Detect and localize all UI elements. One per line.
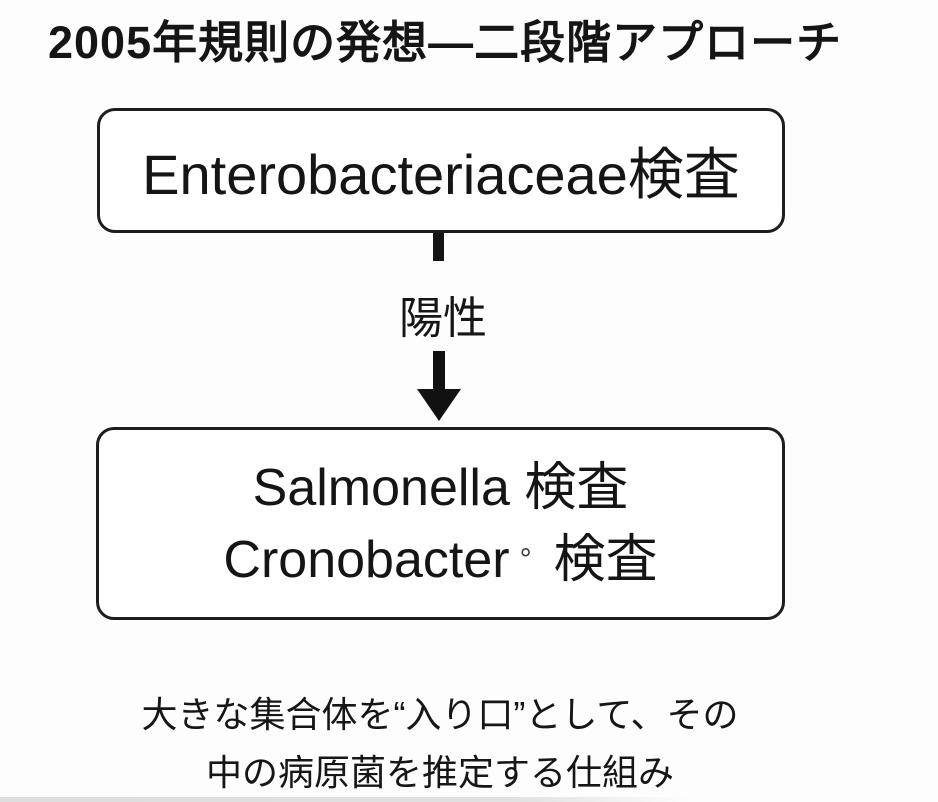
enterobacteriaceae-test-box: Enterobacteriaceae検査: [97, 108, 785, 233]
cronobacter-test-suffix: 検査: [553, 530, 658, 589]
caption-line1: 大きな集合体を“入り口”として、その: [141, 694, 739, 735]
down-arrow-head: [417, 389, 461, 421]
connector-line: [433, 233, 444, 261]
cronobacter-word: Cronobacter: [223, 530, 510, 589]
down-arrow-stem: [433, 351, 445, 391]
bottom-edge-band: [0, 797, 690, 802]
salmonella-test-label: Salmonella 検査: [252, 458, 629, 517]
caption: 大きな集合体を“入り口”として、その 中の病原菌を推定する仕組み: [141, 686, 738, 802]
enterobacteriaceae-test-label: Enterobacteriaceae検査: [142, 143, 740, 206]
footnote-ring-marker: °: [519, 542, 532, 576]
caption-line2: 中の病原菌を推定する仕組み: [205, 752, 675, 793]
page-title: 2005年規則の発想―二段階アプローチ: [48, 17, 843, 68]
positive-result-label: 陽性: [399, 294, 487, 343]
pathogen-tests-box: Salmonella 検査 Cronobacter°検査: [96, 427, 785, 620]
cronobacter-test-label: Cronobacter°検査: [223, 534, 657, 586]
